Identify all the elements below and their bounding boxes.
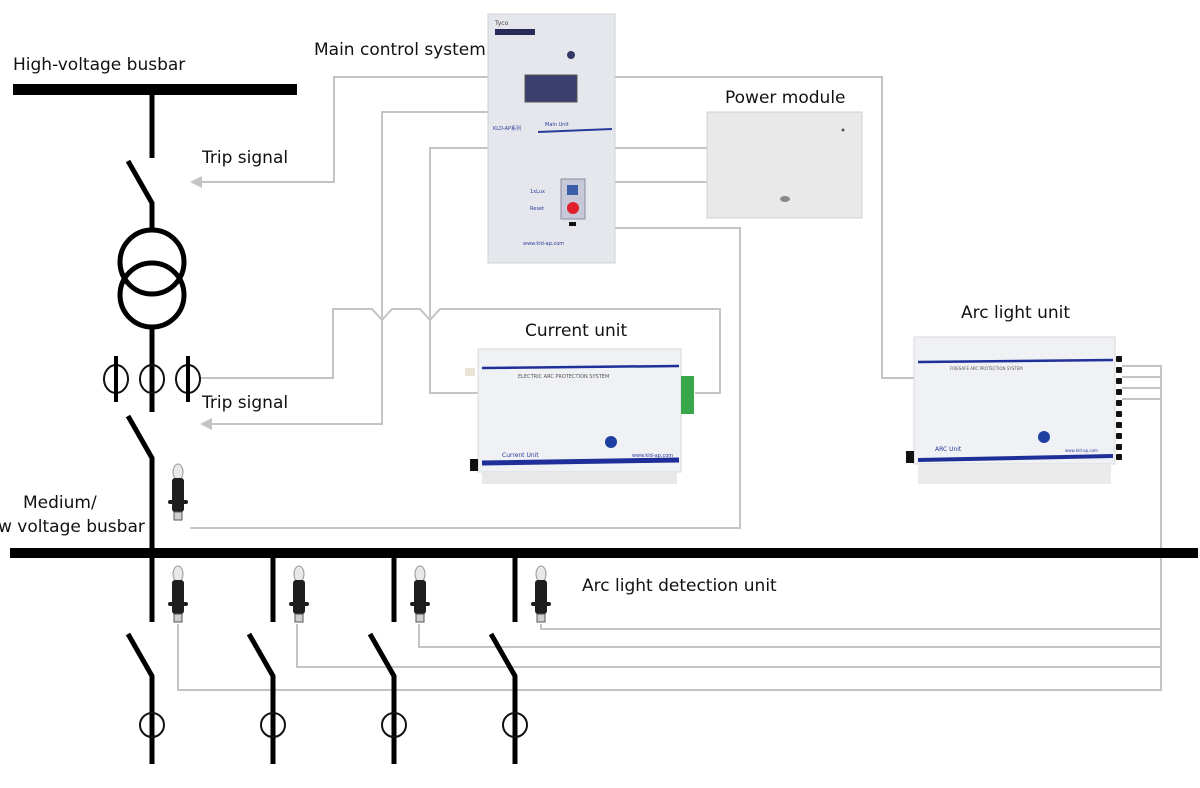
main-unit-accent-line (537, 128, 613, 133)
label-power-module: Power module (725, 88, 846, 108)
arrow-trip-bottom (200, 418, 212, 430)
arc-sensor-icon-busbar (167, 463, 189, 521)
power-module-device (706, 111, 863, 219)
wire-ct-current (200, 308, 721, 394)
wire-sensor-3 (418, 624, 1161, 648)
main-unit-reset-button[interactable] (567, 202, 579, 214)
current-unit-website: www.kld-ap.com (632, 453, 673, 459)
wire-trip-top (198, 76, 488, 183)
main-unit-device: Tyco KLD-AP系列 Main Unit 1xLux Reset www.… (487, 13, 616, 264)
wire-trip-bottom (208, 111, 488, 425)
arc-sensor-icon-feeder-4 (530, 565, 552, 623)
feeder-4-breaker (488, 632, 518, 764)
label-high-voltage-busbar: High-voltage busbar (13, 55, 185, 75)
arc-light-unit-device: FIRESAFE ARC PROTECTION SYSTEM ARC Unit … (906, 336, 1122, 484)
arc-unit-top-accent (917, 358, 1114, 364)
arc-unit-bottom-accent (917, 454, 1114, 462)
wire-main-arc (615, 76, 915, 379)
arc-sensors (167, 463, 552, 623)
feeder-1-breaker (125, 632, 155, 764)
power-module-connector-icon (780, 196, 790, 202)
wire-sensor-2 (296, 624, 1161, 668)
main-unit-display (524, 74, 578, 103)
main-unit-port-icon (569, 222, 576, 226)
ct-group-transformer (103, 356, 201, 402)
ct-phase-b-icon (139, 364, 165, 394)
arc-unit-knob[interactable] (1038, 431, 1050, 443)
feeder-4-ct-icon (502, 712, 528, 738)
arc-unit-mount-rail (918, 464, 1111, 484)
feeder-1-ct-icon (139, 712, 165, 738)
main-unit-button-2-label: Reset (530, 206, 544, 212)
high-voltage-busbar (13, 84, 297, 95)
label-arc-light-detection-unit: Arc light detection unit (582, 576, 777, 596)
label-current-unit: Current unit (525, 321, 628, 341)
arc-sensor-icon-feeder-3 (409, 565, 431, 623)
main-unit-1xlux-button[interactable] (567, 185, 578, 195)
feeder-2-breaker (246, 632, 276, 764)
label-medium-busbar-line2: w voltage busbar (0, 517, 145, 537)
wire-sensor-4 (540, 624, 1161, 630)
feeder-1 (125, 558, 165, 764)
current-unit-header-text: ELECTRIC ARC PROTECTION SYSTEM (518, 374, 609, 380)
arc-unit-website: www.kld-ap.com (1065, 448, 1098, 453)
label-arc-light-unit: Arc light unit (961, 303, 1070, 323)
current-unit-device: ELECTRIC ARC PROTECTION SYSTEM Current U… (465, 348, 694, 484)
main-unit-model-prefix: KLD-AP系列 (493, 125, 521, 132)
feeder-3-ct-icon (381, 712, 407, 738)
main-unit-indicator-icon (567, 51, 575, 59)
current-unit-bottom-accent (481, 457, 680, 466)
wire-main-sensor (190, 227, 741, 529)
arc-unit-header-text: FIRESAFE ARC PROTECTION SYSTEM (950, 366, 1023, 371)
arc-unit-output-ports (1116, 356, 1122, 460)
medium-low-voltage-busbar (10, 548, 1198, 558)
hv-breaker-switch (125, 159, 155, 232)
main-unit-button-1-label: 1xLux (530, 189, 545, 195)
wire-arc-bus (177, 365, 1162, 691)
power-module-led-icon (841, 128, 845, 132)
current-unit-side-port (470, 459, 478, 471)
main-unit-website: www.kld-ap.com (523, 241, 564, 247)
main-unit-model-name: Main Unit (545, 122, 569, 128)
lv-breaker-switch (125, 414, 155, 548)
signal-wires (177, 76, 1162, 691)
main-unit-brand: Tyco (494, 20, 509, 27)
current-unit-terminal-block (681, 376, 694, 414)
current-unit-knob[interactable] (605, 436, 617, 448)
transformer-primary-winding (117, 227, 187, 297)
current-unit-top-accent (481, 364, 680, 370)
arc-sensor-icon-feeder-2 (288, 565, 310, 623)
label-trip-signal-bottom: Trip signal (201, 393, 288, 413)
arrow-trip-top (190, 176, 202, 188)
feeder-3-breaker (367, 632, 397, 764)
label-trip-signal-top: Trip signal (201, 148, 288, 168)
arc-unit-side-port (906, 451, 914, 463)
label-medium-busbar-line1: Medium/ (23, 493, 97, 513)
label-main-control-system: Main control system (314, 40, 486, 60)
feeder-2-ct-icon (260, 712, 286, 738)
feeder-2 (246, 558, 286, 764)
arc-sensor-icon-feeder-1 (167, 565, 189, 623)
current-unit-mount-rail (482, 472, 677, 484)
main-unit-logo (495, 29, 535, 35)
current-unit-side-connector (465, 368, 475, 376)
arc-unit-name: ARC Unit (935, 446, 962, 453)
power-circuit (10, 84, 1198, 764)
feeder-4 (488, 558, 528, 764)
current-unit-name: Current Unit (502, 452, 539, 459)
feeder-3 (367, 558, 407, 764)
wire-main-current (429, 147, 488, 394)
